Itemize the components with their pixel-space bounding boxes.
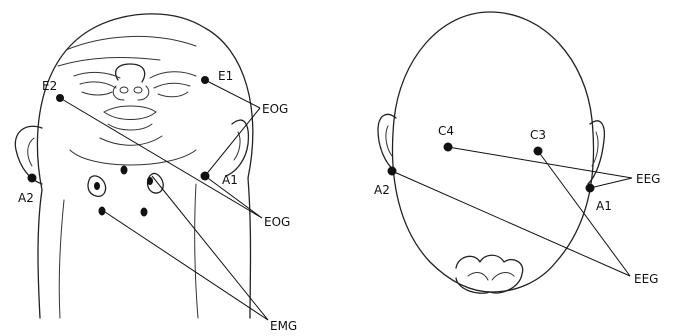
label-emg: EMG [270, 319, 297, 333]
electrode-emg-2 [99, 207, 106, 216]
label-e1: E1 [218, 69, 233, 83]
electrode-a2-back [388, 167, 397, 176]
face-figure [15, 14, 253, 318]
label-eeg-upper: EEG [636, 172, 660, 186]
electrode-emg-1 [121, 166, 128, 175]
label-a2-back: A2 [374, 183, 390, 197]
label-eog-lower: EOG [264, 215, 290, 229]
label-c4: C4 [438, 124, 454, 138]
label-eeg-lower: EEG [634, 272, 658, 286]
electrode-a1-back [586, 184, 595, 193]
electrode-c4 [444, 143, 453, 152]
label-c3: C3 [530, 128, 546, 142]
label-a1-front: A1 [222, 173, 238, 187]
back-head-figure [378, 12, 604, 293]
electrode-c3 [534, 147, 543, 156]
electrode-emg-5 [94, 182, 100, 190]
electrode-e1 [201, 76, 209, 84]
label-e2: E2 [42, 79, 57, 93]
back-head-outline [393, 12, 594, 292]
face-left-eye [74, 72, 120, 78]
face-right-eye [150, 72, 196, 78]
electrode-emg-3 [141, 208, 148, 217]
back-right-ear [588, 121, 604, 184]
electrode-a1-front [201, 172, 210, 181]
face-mouth [104, 106, 156, 112]
face-right-ear [226, 120, 248, 176]
label-a1-back: A1 [596, 199, 612, 213]
face-electrodes [28, 76, 210, 217]
label-eog-upper: EOG [262, 102, 288, 116]
face-wires [60, 80, 268, 320]
label-a2-front: A2 [18, 191, 34, 205]
electrode-e2 [56, 94, 64, 102]
electrode-a2-front [28, 174, 37, 183]
electrode-emg-4 [147, 177, 153, 185]
face-head-outline [37, 14, 252, 318]
face-nose [116, 64, 145, 82]
